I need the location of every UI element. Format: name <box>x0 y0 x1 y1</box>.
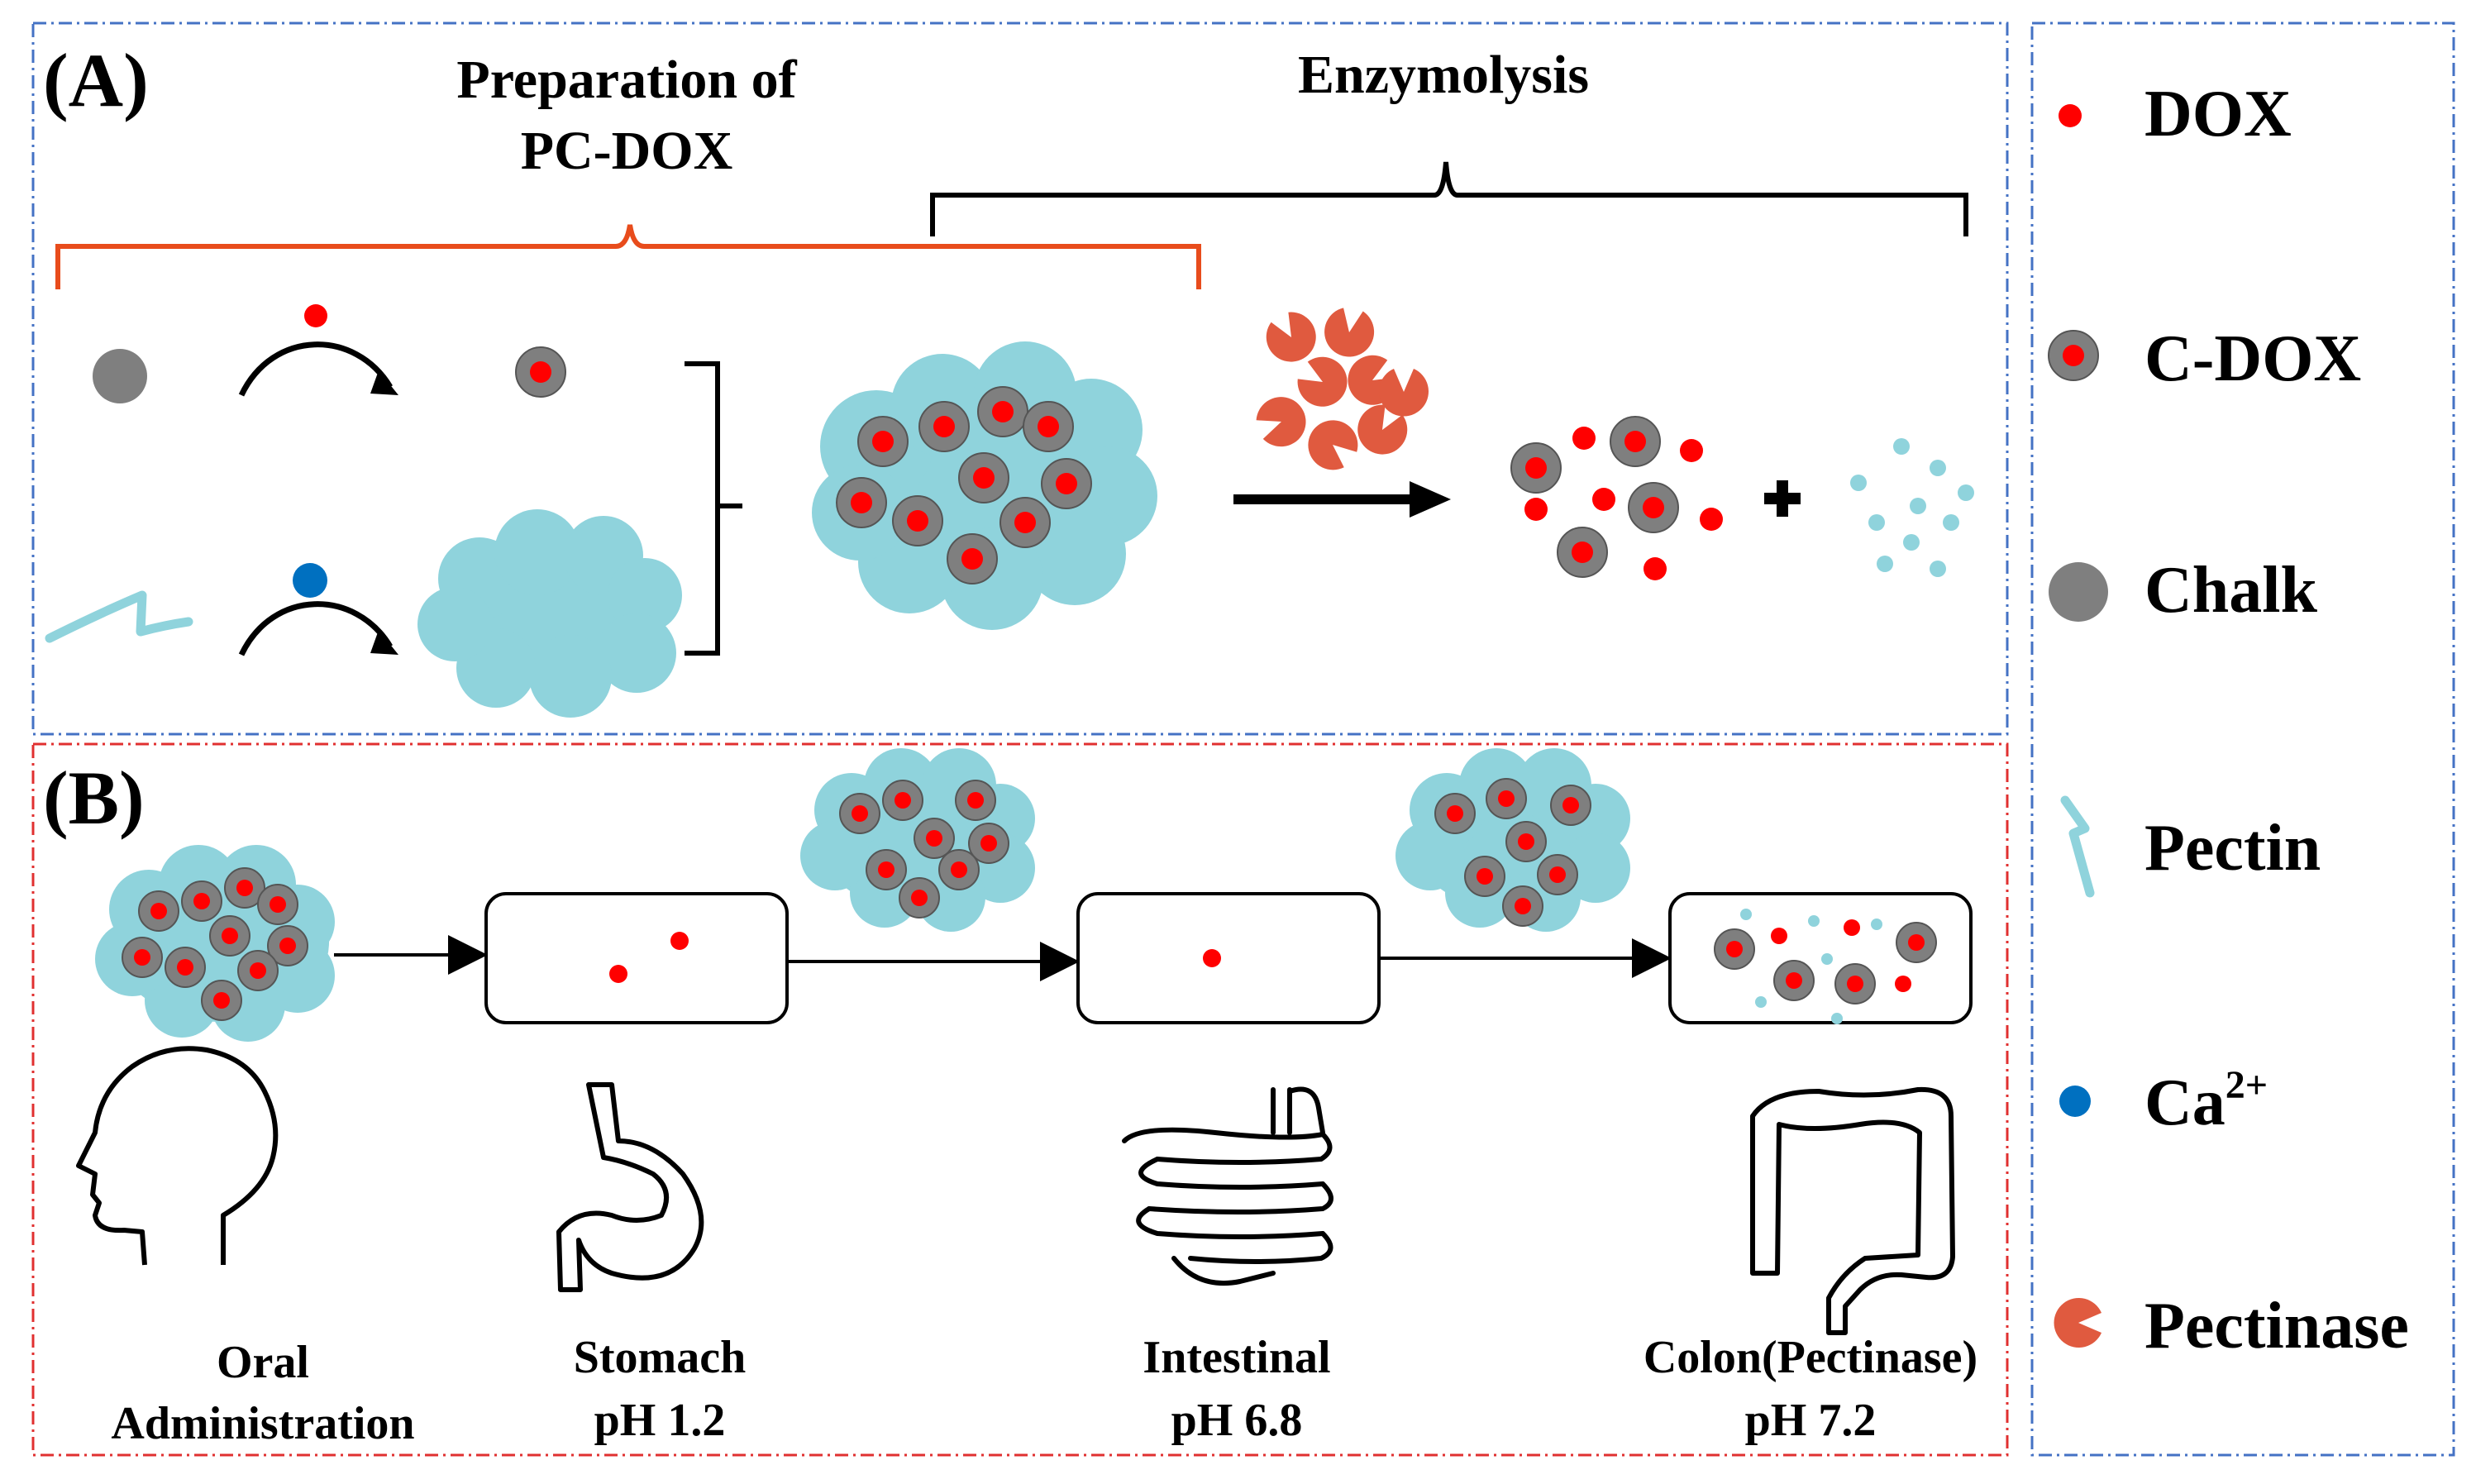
pectinase-enzymes <box>1251 304 1429 479</box>
legend-pectinase-label: Pectinase <box>2144 1290 2409 1362</box>
stage-stomach-ph: pH 1.2 <box>594 1395 726 1446</box>
stomach-icon <box>556 1082 704 1292</box>
oral-pc-dox-composite <box>95 845 335 1042</box>
chalk-particle <box>93 349 147 403</box>
c-dox-particle <box>515 346 566 398</box>
released-c-dox-and-dox <box>1510 416 1723 580</box>
reaction-arrow-curve-2 <box>238 601 393 656</box>
legend-pectin-icon <box>2060 795 2095 898</box>
transit-composite-1 <box>800 748 1035 932</box>
legend-calcium-label: Ca2+ <box>2144 1063 2268 1139</box>
reaction-arrow-head-2 <box>370 630 398 655</box>
small-intestine-icon <box>1122 1086 1333 1286</box>
transit-composite-2 <box>1395 748 1630 932</box>
panel-b-border <box>31 742 2009 1457</box>
stage-intestinal-label: Intestinal <box>1143 1332 1330 1383</box>
stage-oral-label: Oral <box>217 1337 309 1388</box>
combine-bracket <box>685 361 742 656</box>
colon-icon <box>1750 1086 1955 1335</box>
legend-dox-label: DOX <box>2144 78 2292 150</box>
stage-colon-label: Colon(Pectinase) <box>1644 1332 1977 1383</box>
legend-pectin-label: Pectin <box>2144 812 2321 885</box>
pectin-gel-cloud <box>417 509 682 718</box>
stage-colon-ph: pH 7.2 <box>1745 1395 1877 1446</box>
panel-a-border <box>31 21 2009 736</box>
reaction-arrow-curve <box>238 341 393 397</box>
heading-preparation-line2: PC-DOX <box>521 121 733 181</box>
heading-preparation-line1: Preparation of <box>456 50 797 110</box>
heading-enzymolysis: Enzymolysis <box>1298 45 1589 105</box>
stage-oral-label-2: Administration <box>111 1398 414 1449</box>
calcium-dot <box>293 563 327 598</box>
dox-dot <box>304 304 327 327</box>
legend-calcium-icon <box>2059 1086 2091 1117</box>
preparation-bracket <box>55 224 1201 289</box>
legend-c-dox-label: C-DOX <box>2144 322 2361 395</box>
legend-c-dox-icon <box>2048 330 2099 381</box>
enzymolysis-bracket <box>930 161 1968 236</box>
released-pectin-fragments <box>1850 438 1974 577</box>
stomach-compartment <box>484 892 789 1024</box>
stage-intestinal-ph: pH 6.8 <box>1171 1395 1303 1446</box>
legend-pectinase-icon <box>2054 1298 2101 1348</box>
legend-dox-icon <box>2059 104 2082 127</box>
legend-border <box>2030 21 2455 1457</box>
intestinal-compartment <box>1076 892 1381 1024</box>
stage-stomach-label: Stomach <box>574 1332 746 1383</box>
pectin-strand <box>45 590 193 643</box>
reaction-arrow-head <box>370 370 398 395</box>
enzymolysis-arrow-head <box>1410 481 1451 518</box>
legend-chalk-icon <box>2049 562 2108 622</box>
panel-a-label: (A) <box>43 38 149 122</box>
plus-sign <box>1764 480 1801 517</box>
legend-chalk-label: Chalk <box>2144 554 2317 627</box>
head-profile-icon <box>76 1046 279 1266</box>
panel-b-label: (B) <box>43 756 145 840</box>
pc-dox-composite <box>812 341 1157 630</box>
